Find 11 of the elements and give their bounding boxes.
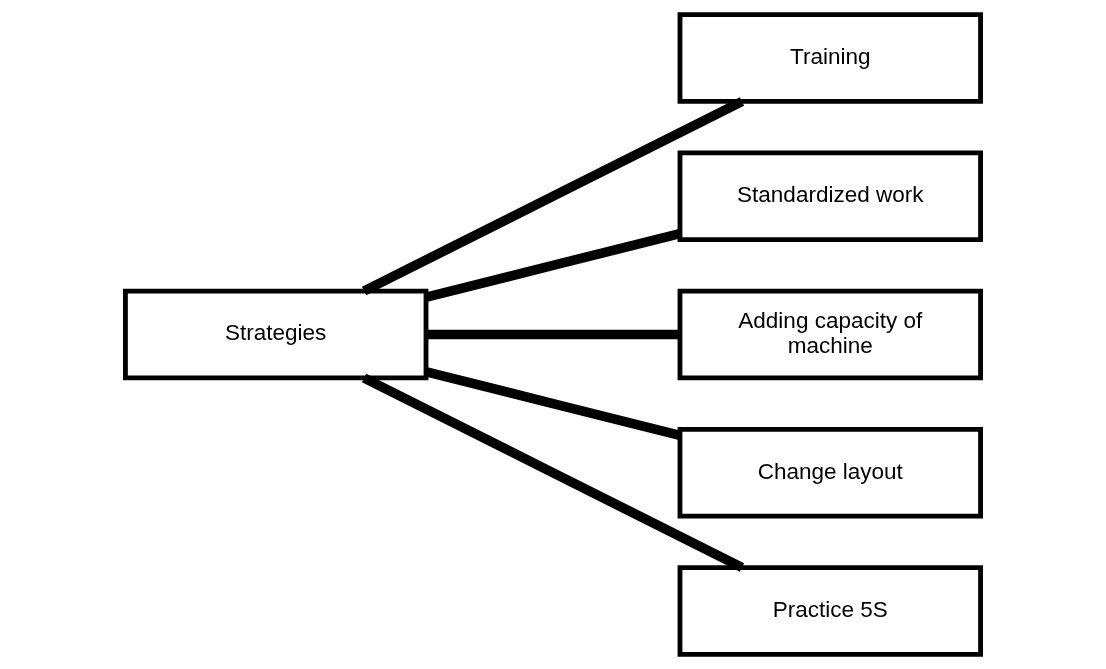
node-box: Strategies <box>123 288 429 381</box>
node-box: Standardized work <box>677 150 983 243</box>
connector <box>361 97 745 296</box>
node-box: Practice 5S <box>677 565 983 657</box>
connector <box>361 373 745 572</box>
node-box: Change layout <box>677 426 983 519</box>
connector <box>425 228 681 302</box>
connector <box>425 367 681 441</box>
node-box: Adding capacity of machine <box>677 288 983 381</box>
node-box: Training <box>677 12 983 104</box>
connector <box>426 329 680 340</box>
